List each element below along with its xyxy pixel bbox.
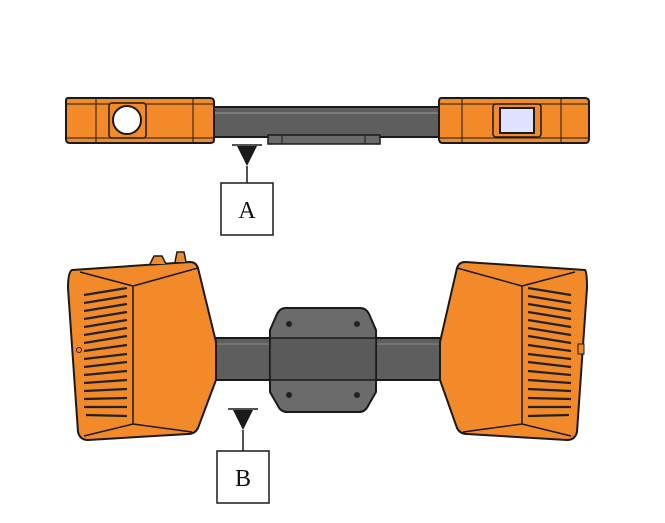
rectangular-window-icon bbox=[499, 107, 535, 134]
front-view: B bbox=[66, 251, 589, 504]
front-view-left-housing bbox=[66, 251, 217, 442]
callout-b: B bbox=[216, 408, 270, 504]
top-view: A bbox=[65, 97, 590, 236]
top-view-crossbar bbox=[204, 106, 451, 138]
front-view-right-housing bbox=[439, 260, 589, 442]
callout-b-box bbox=[216, 450, 270, 504]
callout-a: A bbox=[220, 144, 274, 236]
top-view-left-housing bbox=[65, 97, 215, 144]
callout-a-box bbox=[220, 182, 274, 236]
right-cooling-fins bbox=[527, 286, 572, 418]
circle-lens-icon bbox=[112, 105, 142, 135]
top-view-mount-plate bbox=[267, 134, 381, 145]
callout-b-label: B bbox=[235, 466, 251, 492]
callout-a-label: A bbox=[238, 198, 256, 224]
top-view-right-housing bbox=[438, 97, 590, 144]
left-cooling-fins bbox=[83, 286, 128, 418]
